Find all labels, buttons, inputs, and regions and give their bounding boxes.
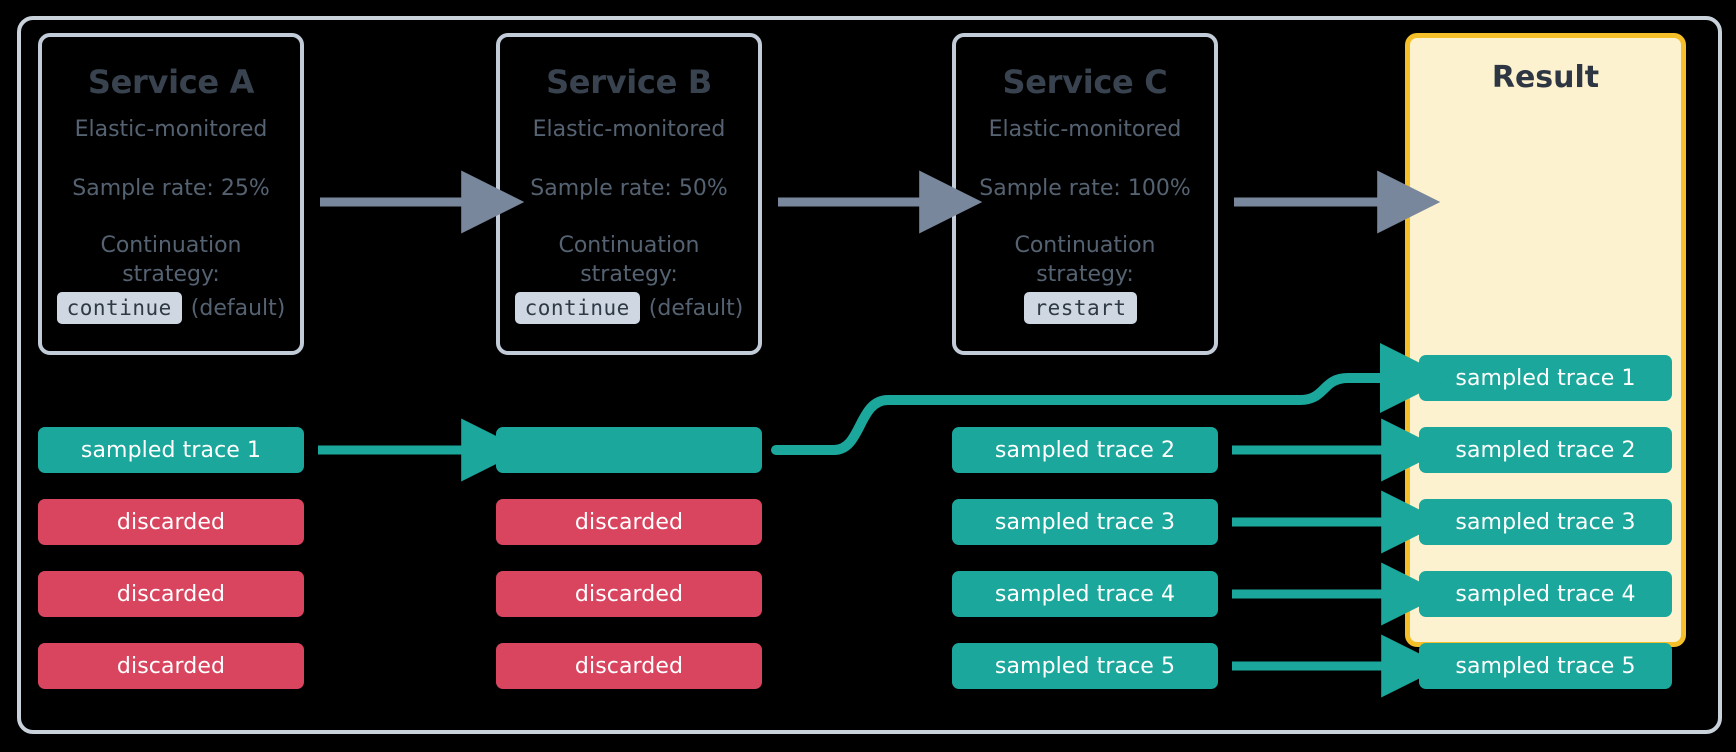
service-a-monitored: Elastic-monitored (74, 117, 268, 143)
service-c-continuation-line1: Continuation (1014, 233, 1156, 259)
result-pill-4: sampled trace 4 (1419, 571, 1672, 617)
service-c-continuation-line2: strategy: (1036, 262, 1134, 288)
service-c-title: Service C (1002, 63, 1168, 101)
service-a-sample-rate: Sample rate: 25% (72, 176, 270, 202)
trace-pill-c-2: sampled trace 3 (952, 499, 1218, 545)
trace-pill-b-1 (496, 427, 762, 473)
service-a-continuation-line2: strategy: (122, 262, 220, 288)
trace-pill-a-2: discarded (38, 499, 304, 545)
trace-pill-a-3: discarded (38, 571, 304, 617)
service-c-monitored: Elastic-monitored (988, 117, 1182, 143)
service-c-continuation-label: Continuation strategy: (1014, 231, 1155, 289)
service-b-monitored: Elastic-monitored (532, 117, 726, 143)
service-card-c: Service C Elastic-monitored Sample rate:… (952, 33, 1218, 355)
trace-pill-c-4: sampled trace 5 (952, 643, 1218, 689)
service-a-continuation-label: Continuation strategy: (100, 231, 241, 289)
service-b-strategy-row: continue (default) (514, 292, 744, 325)
trace-pill-c-1: sampled trace 2 (952, 427, 1218, 473)
service-c-strategy-row: restart (1024, 292, 1145, 325)
service-c-strategy-badge: restart (1024, 292, 1137, 325)
service-b-title: Service B (546, 63, 712, 101)
diagram-outer-frame (17, 16, 1722, 734)
service-a-title: Service A (87, 63, 255, 101)
service-a-strategy-note: (default) (190, 295, 286, 321)
result-card: Result (1405, 33, 1686, 647)
result-pill-2: sampled trace 2 (1419, 427, 1672, 473)
result-pill-3: sampled trace 3 (1419, 499, 1672, 545)
result-title: Result (1491, 60, 1600, 95)
service-b-continuation-line1: Continuation (558, 233, 700, 259)
service-b-strategy-note: (default) (648, 295, 744, 321)
trace-pill-b-3: discarded (496, 571, 762, 617)
service-a-continuation-line1: Continuation (100, 233, 242, 259)
trace-pill-b-2: discarded (496, 499, 762, 545)
service-a-strategy-row: continue (default) (56, 292, 286, 325)
result-pill-5: sampled trace 5 (1419, 643, 1672, 689)
service-card-b: Service B Elastic-monitored Sample rate:… (496, 33, 762, 355)
service-b-continuation-line2: strategy: (580, 262, 678, 288)
service-c-sample-rate: Sample rate: 100% (979, 176, 1191, 202)
service-a-strategy-badge: continue (56, 292, 182, 325)
service-b-sample-rate: Sample rate: 50% (530, 176, 728, 202)
service-b-continuation-label: Continuation strategy: (558, 231, 699, 289)
service-b-strategy-badge: continue (514, 292, 640, 325)
trace-pill-a-4: discarded (38, 643, 304, 689)
trace-pill-b-4: discarded (496, 643, 762, 689)
result-pill-1: sampled trace 1 (1419, 355, 1672, 401)
trace-pill-a-1: sampled trace 1 (38, 427, 304, 473)
trace-pill-c-3: sampled trace 4 (952, 571, 1218, 617)
service-card-a: Service A Elastic-monitored Sample rate:… (38, 33, 304, 355)
